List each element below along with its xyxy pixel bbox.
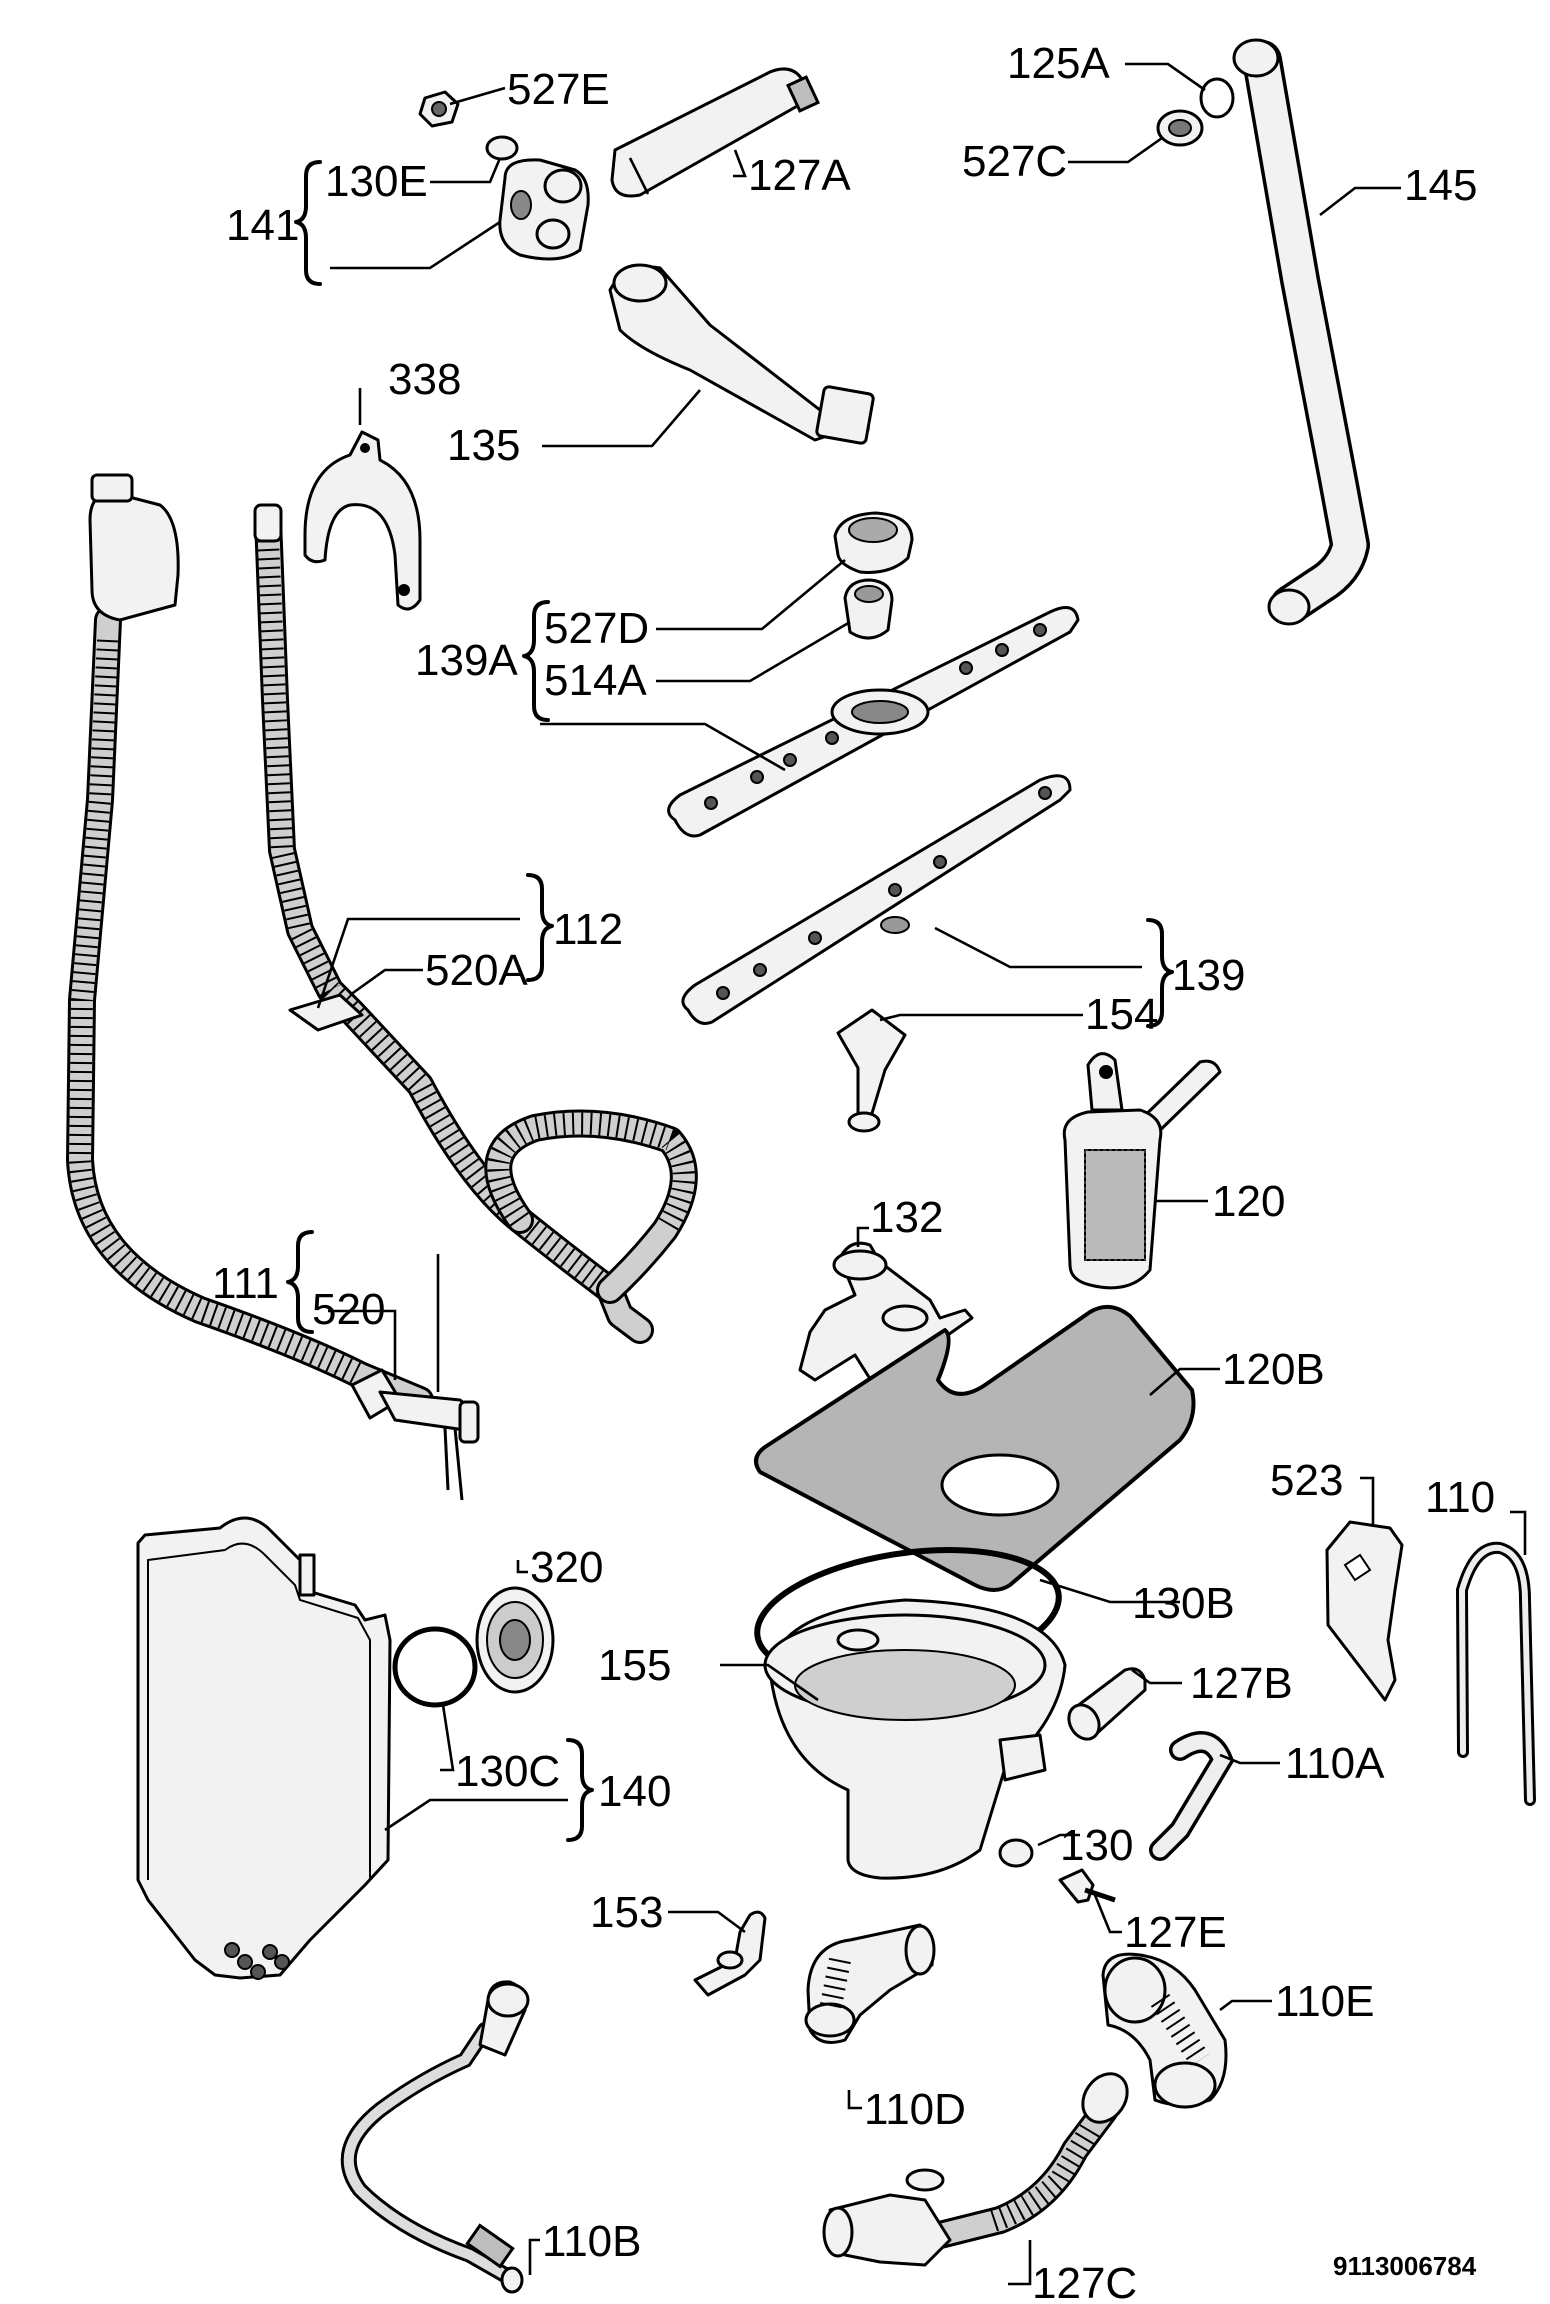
part-110B-hose-icon bbox=[340, 1980, 530, 2294]
part-141-connector-icon bbox=[498, 158, 590, 261]
part-130C-ring-icon bbox=[392, 1626, 478, 1708]
part-153-valve-icon bbox=[693, 1910, 767, 1997]
label-155: 155 bbox=[598, 1641, 671, 1690]
label-120: 120 bbox=[1212, 1177, 1285, 1226]
label-110A: 110A bbox=[1285, 1739, 1385, 1788]
part-120B-microfilter-icon bbox=[754, 1304, 1196, 1592]
part-110E-elbow-icon bbox=[1101, 1952, 1228, 2109]
label-338: 338 bbox=[388, 355, 461, 404]
label-527E: 527E bbox=[507, 65, 610, 114]
part-127B-sleeve-icon bbox=[1067, 1667, 1147, 1741]
label-139A: 139A bbox=[415, 636, 518, 685]
label-139: 139 bbox=[1172, 951, 1245, 1000]
label-127C: 127C bbox=[1032, 2259, 1137, 2304]
label-112: 112 bbox=[553, 905, 623, 954]
label-127E: 127E bbox=[1124, 1908, 1227, 1957]
part-110D-elbow-icon bbox=[804, 1923, 936, 2044]
part-523-bracket-icon bbox=[1325, 1520, 1404, 1702]
label-130: 130 bbox=[1060, 1821, 1133, 1870]
label-130B: 130B bbox=[1132, 1579, 1235, 1628]
label-130C: 130C bbox=[455, 1747, 560, 1796]
label-125A: 125A bbox=[1007, 39, 1110, 88]
part-120-filter-icon bbox=[1062, 1052, 1222, 1290]
part-127A-duct-icon bbox=[610, 67, 820, 198]
label-120B: 120B bbox=[1222, 1345, 1325, 1394]
label-110B: 110B bbox=[542, 2217, 642, 2266]
part-130E-washer-icon bbox=[485, 135, 519, 161]
part-154-nozzle-icon bbox=[836, 1008, 907, 1133]
label-154: 154 bbox=[1085, 990, 1158, 1039]
label-132: 132 bbox=[870, 1193, 943, 1242]
part-135-conduit-icon bbox=[608, 263, 875, 445]
part-140-tank-icon bbox=[136, 1516, 392, 1980]
part-338-bracket-icon bbox=[303, 430, 422, 611]
label-520: 520 bbox=[312, 1285, 385, 1334]
part-130-washer-icon bbox=[998, 1838, 1034, 1868]
part-155-sump-icon bbox=[763, 1598, 1067, 1880]
part-320-disc-icon bbox=[475, 1586, 555, 1694]
label-110D: 110D bbox=[864, 2085, 966, 2134]
label-127A: 127A bbox=[748, 151, 851, 200]
part-139-lower-spray-arm-icon bbox=[681, 774, 1072, 1025]
label-145: 145 bbox=[1404, 161, 1477, 210]
label-523: 523 bbox=[1270, 1456, 1343, 1505]
part-527E-nut-icon bbox=[418, 90, 460, 128]
label-110: 110 bbox=[1425, 1473, 1495, 1522]
label-527C: 527C bbox=[962, 137, 1067, 186]
diagram-code: 9113006784 bbox=[1333, 2251, 1477, 2281]
part-527D-nut-icon bbox=[833, 511, 914, 574]
part-labels: 527E 130E 127A 141 135 338 125A 527C 145… bbox=[212, 39, 1495, 2304]
part-127E-screw-icon bbox=[1058, 1868, 1116, 1904]
label-130E: 130E bbox=[325, 157, 428, 206]
label-135: 135 bbox=[447, 421, 520, 470]
grouping-braces bbox=[286, 160, 1174, 1842]
part-139A-upper-spray-arm-icon bbox=[667, 606, 1080, 838]
part-111-inlet-hose-icon bbox=[66, 473, 480, 1501]
part-110A-bend-fill bbox=[1152, 1734, 1231, 1858]
label-153: 153 bbox=[590, 1888, 663, 1937]
label-140: 140 bbox=[598, 1767, 671, 1816]
leader-lines bbox=[316, 62, 1527, 2286]
part-110-u-pipe-icon bbox=[1455, 1541, 1536, 1806]
part-145-pipe-icon bbox=[1232, 38, 1370, 626]
label-141: 141 bbox=[226, 201, 299, 250]
label-127B: 127B bbox=[1190, 1659, 1293, 1708]
label-320: 320 bbox=[530, 1543, 603, 1592]
part-112-hose-icon bbox=[253, 503, 698, 1344]
part-527C-nut-icon bbox=[1156, 109, 1204, 147]
part-125A-ring-icon bbox=[1199, 77, 1235, 119]
label-514A: 514A bbox=[544, 656, 647, 705]
label-111: 111 bbox=[212, 1259, 279, 1308]
label-110E: 110E bbox=[1275, 1977, 1375, 2026]
label-520A: 520A bbox=[425, 946, 528, 995]
part-514A-bearing-icon bbox=[843, 578, 894, 640]
part-127C-hose-icon bbox=[822, 2072, 1129, 2267]
label-527D: 527D bbox=[544, 604, 649, 653]
